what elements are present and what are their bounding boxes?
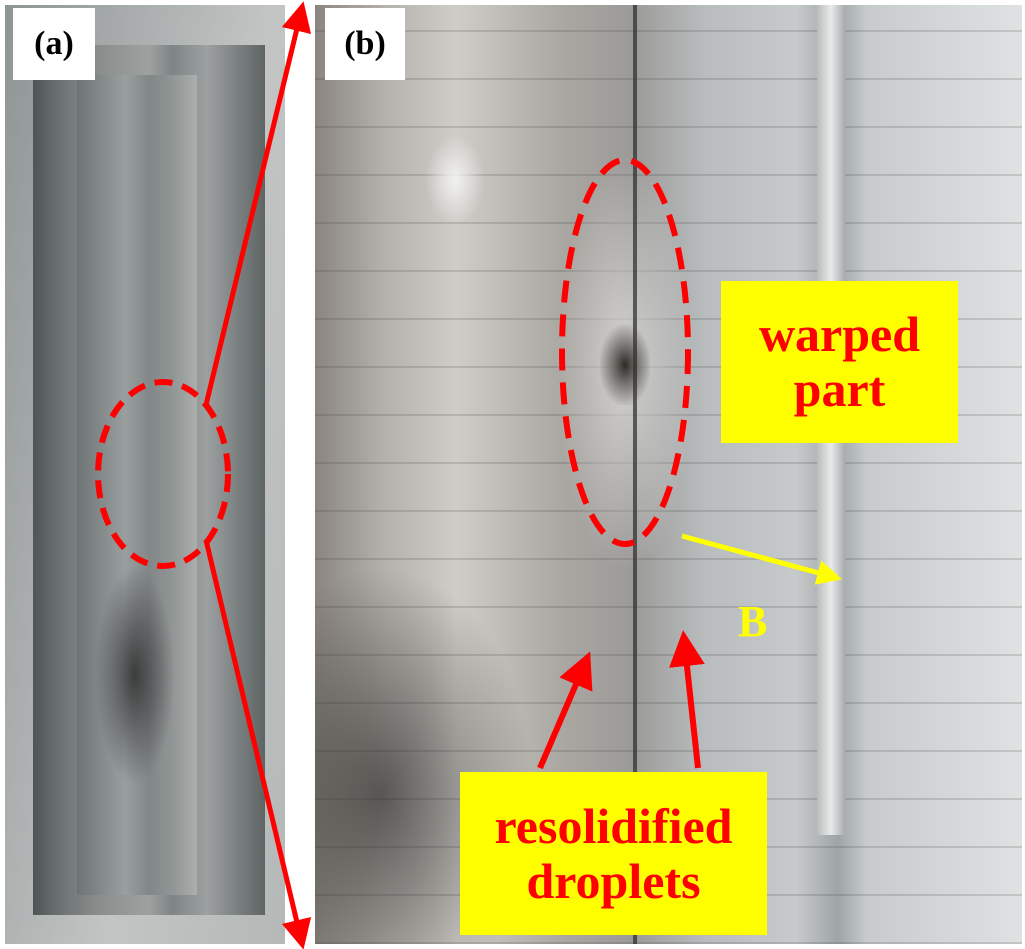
callout-droplets-line1: resolidified — [494, 797, 733, 854]
defect-ellipse-b — [559, 157, 691, 547]
dark-region — [95, 565, 175, 785]
zoom-arrow-top — [203, 1, 312, 406]
callout-warped-line1: warped — [758, 306, 921, 362]
panel-label-b: (b) — [325, 8, 405, 80]
crack-seam — [633, 5, 637, 944]
defect-ellipse-a — [95, 379, 231, 569]
zoom-arrow-bottom — [203, 539, 312, 949]
spatter-region — [425, 135, 485, 225]
droplet-arrow-left — [537, 651, 593, 770]
defect-hole — [600, 325, 650, 405]
arrow-to-b — [681, 533, 843, 585]
marker-b: B — [738, 597, 768, 646]
callout-warped-part: warped part — [721, 281, 958, 443]
callout-droplets-line2: droplets — [526, 852, 701, 909]
panel-label-a: (a) — [13, 8, 95, 80]
callout-resolidified-droplets: resolidified droplets — [460, 772, 767, 935]
droplet-arrow-right — [669, 630, 705, 769]
callout-warped-line2: part — [793, 361, 886, 417]
